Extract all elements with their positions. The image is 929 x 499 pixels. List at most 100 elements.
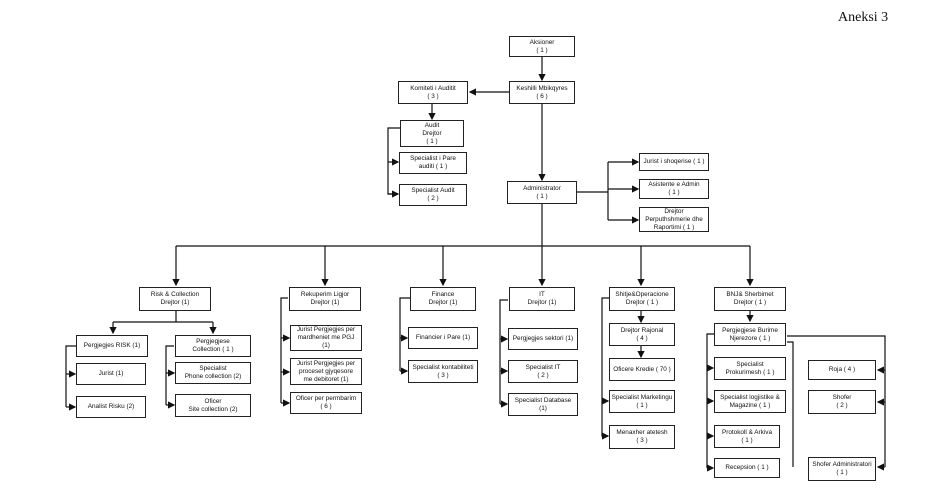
- node-oficere-kredie[interactable]: Oficere Kredie ( 70 ): [609, 358, 675, 381]
- node-specialist-kontabiliteti-line1: Specialist kontabiliteti: [412, 363, 474, 371]
- node-komiteti-auditit[interactable]: Komiteti i Auditit( 3 ): [398, 81, 468, 104]
- node-specialist-audit[interactable]: Specialist Audit( 2 ): [399, 184, 467, 206]
- node-audit-drejtor-line1: Audit: [424, 121, 440, 129]
- node-financier-pare[interactable]: Financier i Pare (1): [408, 327, 478, 349]
- node-jurist-risk-label: Jurist (1): [98, 370, 124, 377]
- node-specialist-it[interactable]: Specialist IT( 2 ): [508, 360, 578, 383]
- node-specialist-database[interactable]: Specialist Database(1): [508, 393, 578, 416]
- node-drejtor-perputhshmerie-line3: Raportimi ( 1 ): [653, 223, 695, 231]
- node-pergjegjes-sektori-label: Pergjegjes sektori (1): [512, 335, 574, 342]
- node-specialist-audit-line1: Specialist Audit: [411, 187, 455, 194]
- node-oficer-site-line1: Oficer: [204, 397, 222, 405]
- node-specialist-database-count: (1): [539, 404, 547, 412]
- node-specialist-it-count: ( 2 ): [537, 371, 549, 379]
- node-specialist-prokurimesh-line1: Specialist: [736, 360, 764, 368]
- node-oficer-permbarim[interactable]: Oficer per permbarim( 6 ): [290, 392, 362, 414]
- node-specialist-logjistike[interactable]: Specialist logjistike &Magazine ( 1 ): [714, 390, 786, 413]
- node-shofer[interactable]: Shofer( 2 ): [808, 390, 876, 414]
- node-drejtor-perputhshmerie-line1: Drejtor: [664, 207, 684, 215]
- node-audit-drejtor-count: ( 1 ): [426, 137, 438, 145]
- node-specialist-logjistike-line1: Specialist logjistike &: [720, 393, 780, 401]
- node-specialist-pare-auditi-line2: auditi ( 1 ): [418, 163, 448, 170]
- node-administrator[interactable]: Administrator( 1 ): [507, 181, 577, 204]
- node-specialist-marketingu-count: ( 1 ): [636, 401, 648, 409]
- node-drejtor-rajonal[interactable]: Drejtor Rajonal( 4 ): [609, 323, 675, 346]
- node-it-line2: Drejtor (1): [527, 299, 557, 306]
- node-jurist-pgj-line2: mardheniet me PGJ: [297, 334, 355, 341]
- node-specialist-phone-line1: Specialist: [199, 365, 227, 372]
- node-shofer-administratori[interactable]: Shofer Administratori( 1 ): [808, 457, 876, 481]
- node-specialist-marketingu[interactable]: Specialist Marketingu( 1 ): [609, 390, 675, 413]
- node-drejtor-rajonal-line1: Drejtor Rajonal: [620, 326, 664, 334]
- node-specialist-phone-line2: Phone collection (2): [184, 373, 242, 380]
- node-rekuperim-line1: Rekuperim Ligjor: [300, 291, 350, 298]
- node-pergjegjes-risk-label: Pergjegjes RISK (1): [83, 342, 141, 349]
- node-pergjegjes-risk[interactable]: Pergjegjes RISK (1): [76, 335, 148, 357]
- node-pergjegjese-burime-line2: Njerezore ( 1 ): [729, 334, 771, 342]
- node-komiteti-label: Komiteti i Auditit: [410, 84, 456, 92]
- node-administrator-label: Administrator: [523, 184, 561, 192]
- node-audit-drejtor-line2: Drejtor: [422, 129, 442, 137]
- node-specialist-audit-count: ( 2 ): [427, 195, 439, 202]
- node-pergjegjes-sektori[interactable]: Pergjegjes sektori (1): [508, 328, 578, 350]
- node-menaxher-atetesh[interactable]: Menaxher atetesh( 3 ): [609, 425, 675, 449]
- node-jurist-pgj-line1: Jurist Pergjegjes per: [296, 326, 356, 333]
- node-specialist-prokurimesh-line2: Prokurimesh ( 1 ): [725, 368, 775, 376]
- node-menaxher-atetesh-count: ( 3 ): [636, 437, 648, 444]
- node-roja[interactable]: Roja ( 4 ): [808, 360, 876, 380]
- node-jurist-risk[interactable]: Jurist (1): [76, 363, 146, 385]
- node-analist-risku-label: Analist Risku (2): [87, 403, 135, 410]
- node-oficer-permbarim-line1: Oficer per permbarim: [295, 395, 357, 402]
- node-specialist-pare-auditi-line1: Specialist i Pare: [410, 155, 456, 162]
- node-drejtor-perputhshmerie-line2: Perputhshmerie dhe: [645, 215, 703, 223]
- node-specialist-marketingu-line1: Specialist Marketingu: [611, 393, 673, 401]
- node-keshilli-mbikqyres[interactable]: Keshilli Mbikqyres( 6 ): [509, 81, 575, 104]
- node-specialist-kontabiliteti[interactable]: Specialist kontabiliteti( 3 ): [408, 360, 478, 383]
- node-specialist-kontabiliteti-count: ( 3 ): [437, 371, 449, 379]
- node-finance-line2: Drejtor (1): [428, 299, 458, 306]
- node-shitje-line2: Drejtor ( 1 ): [625, 299, 659, 306]
- node-finance-line1: Finance: [431, 291, 455, 298]
- node-shofer-administratori-count: ( 1 ): [836, 469, 848, 476]
- node-risk-collection-line1: Risk & Collection: [150, 291, 200, 298]
- node-protokoll-arkiva[interactable]: Protokoll & Arkiva( 1 ): [714, 425, 780, 448]
- node-asistente-admin-count: ( 1 ): [668, 189, 680, 196]
- node-it-line1: IT: [539, 291, 545, 298]
- node-risk-collection-line2: Drejtor (1): [160, 299, 190, 306]
- node-aksioner[interactable]: Aksioner( 1 ): [509, 36, 575, 57]
- node-aksioner-count: ( 1 ): [536, 46, 548, 54]
- node-drejtor-rajonal-count: ( 4 ): [636, 334, 648, 342]
- node-keshilli-count: ( 6 ): [536, 92, 548, 100]
- node-recepsion[interactable]: Recepsion ( 1 ): [714, 458, 780, 478]
- node-jurist-procese-line2: proceset gjyqesore: [299, 367, 353, 375]
- node-shofer-administratori-line1: Shofer Administratori: [812, 461, 872, 468]
- node-pergjegjese-burime-line1: Pergjegjese Burime: [722, 326, 778, 334]
- node-keshilli-label: Keshilli Mbikqyres: [516, 84, 568, 92]
- node-rekuperim-line2: Drejtor (1): [310, 299, 340, 306]
- node-jurist-procese-line3: me debitoret (1): [303, 375, 349, 383]
- node-specialist-database-line1: Specialist Database: [514, 396, 572, 404]
- node-jurist-shoqerise[interactable]: Jurist i shoqerise ( 1 ): [639, 153, 709, 171]
- node-asistente-admin[interactable]: Asistente e Admin( 1 ): [639, 179, 709, 199]
- node-analist-risku[interactable]: Analist Risku (2): [76, 396, 146, 418]
- node-protokoll-arkiva-line1: Protokoll & Arkiva: [721, 428, 773, 436]
- node-specialist-it-line1: Specialist IT: [525, 363, 561, 371]
- node-jurist-shoqerise-label: Jurist i shoqerise ( 1 ): [643, 158, 705, 165]
- node-jurist-pgj-line3: (1): [322, 342, 330, 349]
